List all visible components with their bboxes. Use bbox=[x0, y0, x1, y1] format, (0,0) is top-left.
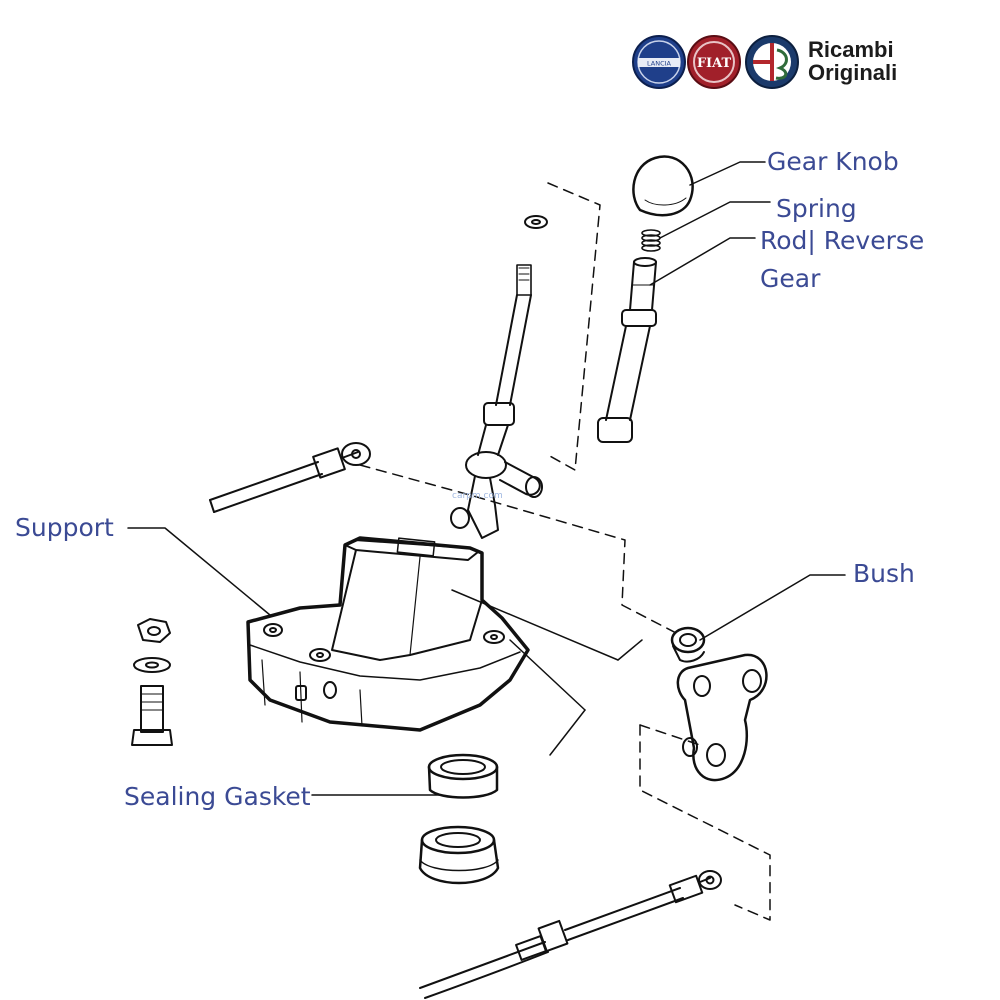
bush-drawing bbox=[670, 626, 706, 663]
lancia-logo-icon: LANCIA bbox=[632, 35, 686, 89]
label-rod-reverse-line1: Rod| Reverse bbox=[760, 226, 925, 255]
fiat-logo-icon: FIAT bbox=[687, 35, 741, 89]
brand-title: Ricambi Originali bbox=[808, 38, 897, 84]
lancia-logo-text: LANCIA bbox=[647, 60, 672, 68]
gear-lever-drawing bbox=[450, 264, 543, 539]
support-housing-drawing bbox=[246, 536, 530, 732]
fastener-set-drawing bbox=[131, 618, 173, 746]
spring-drawing bbox=[641, 229, 661, 252]
brand-title-line1: Ricambi bbox=[808, 37, 894, 62]
alfa-romeo-logo-icon bbox=[745, 35, 799, 89]
label-gear-knob: Gear Knob bbox=[767, 147, 899, 176]
label-bush: Bush bbox=[853, 559, 915, 588]
brand-title-line2: Originali bbox=[808, 60, 898, 86]
label-spring: Spring bbox=[776, 194, 857, 223]
gear-knob-drawing bbox=[632, 155, 694, 217]
label-rod-reverse-line2: Gear bbox=[760, 264, 821, 293]
brand-logos: LANCIA FIAT bbox=[632, 35, 799, 89]
bottom-cable-drawing bbox=[419, 870, 722, 999]
sealing-gasket-drawing bbox=[427, 753, 499, 799]
rod-reverse-gear-drawing bbox=[597, 257, 657, 443]
watermark-text: carpm.com bbox=[452, 491, 503, 501]
small-washer-drawing bbox=[524, 215, 548, 229]
boot-drawing bbox=[418, 825, 500, 885]
left-cable-end-drawing bbox=[209, 442, 371, 513]
selector-bracket-drawing bbox=[676, 653, 768, 782]
assembly-guide-lines bbox=[359, 182, 771, 921]
leader-lines bbox=[127, 161, 846, 796]
label-support: Support bbox=[15, 513, 114, 542]
label-sealing-gasket: Sealing Gasket bbox=[124, 782, 311, 811]
fiat-logo-text: FIAT bbox=[697, 56, 732, 71]
